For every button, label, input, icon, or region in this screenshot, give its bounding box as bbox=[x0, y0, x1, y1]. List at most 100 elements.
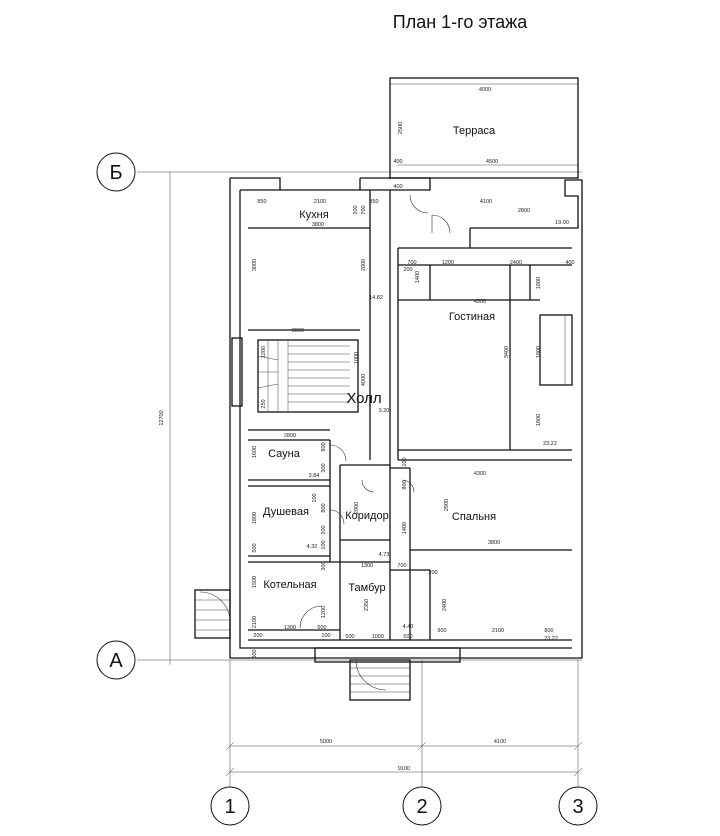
dim-label: 600 bbox=[252, 649, 258, 658]
dim-label: 4.73 bbox=[379, 552, 390, 558]
dim-label: 700 bbox=[361, 205, 367, 214]
dim-label: 14.82 bbox=[369, 295, 383, 301]
room-terrace: Терраса bbox=[453, 125, 496, 137]
dim-label: 1800 bbox=[536, 277, 542, 289]
dim-label: 3.84 bbox=[309, 473, 320, 479]
dim-label: 300 bbox=[321, 561, 327, 570]
dim-label: 1000 bbox=[372, 634, 384, 640]
dim-label: 400 bbox=[393, 159, 402, 165]
axis-label-3: 3 bbox=[572, 796, 583, 818]
room-sauna: Сауна bbox=[268, 448, 301, 460]
dim-label: 2350 bbox=[364, 599, 370, 611]
dim-label: 3800 bbox=[312, 222, 324, 228]
dim-label: 800 bbox=[402, 480, 408, 489]
dim-label: 1300 bbox=[361, 563, 373, 569]
dim-label: 1200 bbox=[261, 346, 267, 358]
dim-label: 700 bbox=[397, 563, 406, 569]
dim-label: 4500 bbox=[486, 159, 498, 165]
room-shower: Душевая bbox=[263, 506, 309, 518]
room-vestibule: Тамбур bbox=[348, 582, 385, 594]
dim-label: 2800 bbox=[518, 208, 530, 214]
axis-marker-3: 3 bbox=[558, 786, 598, 826]
dim-label: 200 bbox=[321, 525, 327, 534]
dim-label: 2800 bbox=[284, 433, 296, 439]
dim-label: 1800 bbox=[536, 414, 542, 426]
dim-label: 1800 bbox=[252, 512, 258, 524]
dim-label: 900 bbox=[437, 628, 446, 634]
dim-label: 1200 bbox=[321, 606, 327, 618]
dim-label: 400 bbox=[393, 184, 402, 190]
dim-label: 9100 bbox=[398, 766, 410, 772]
dim-label: 2400 bbox=[442, 599, 448, 611]
dim-label: 2900 bbox=[354, 502, 360, 514]
dim-label: 400 bbox=[565, 260, 574, 266]
dim-label: 200 bbox=[403, 267, 412, 273]
dim-label: 1000 bbox=[354, 352, 360, 364]
dim-label: 4300 bbox=[474, 471, 486, 477]
dim-label: 250 bbox=[261, 399, 267, 408]
dim-label: 500 bbox=[252, 543, 258, 552]
dim-label: 850 bbox=[369, 199, 378, 205]
room-labels: Терраса Кухня Гостиная Холл Сауна Душева… bbox=[263, 125, 496, 594]
axis-label-b: Б bbox=[109, 162, 122, 184]
dim-label: 3800 bbox=[488, 540, 500, 546]
dim-label: 4000 bbox=[479, 87, 491, 93]
dim-label: 5000 bbox=[320, 739, 332, 745]
dim-label: 800 bbox=[544, 628, 553, 634]
axis-marker-b: Б bbox=[96, 152, 136, 192]
dim-label: 800 bbox=[321, 442, 327, 451]
dim-label: 12700 bbox=[159, 410, 165, 425]
dim-label: 100 bbox=[321, 633, 330, 639]
room-living: Гостиная bbox=[449, 311, 495, 323]
room-boiler: Котельная bbox=[263, 579, 316, 591]
dim-label: 23.22 bbox=[544, 636, 558, 642]
dim-label: 19.00 bbox=[555, 220, 569, 226]
dim-label: 4000 bbox=[361, 374, 367, 386]
dim-label: 300 bbox=[321, 463, 327, 472]
dim-label: 500 bbox=[403, 634, 412, 640]
dim-label: 1600 bbox=[252, 446, 258, 458]
dim-label: 2900 bbox=[444, 499, 450, 511]
dim-label: 4100 bbox=[480, 199, 492, 205]
dim-label: 1800 bbox=[536, 346, 542, 358]
doors bbox=[199, 194, 451, 691]
dim-label: 850 bbox=[257, 199, 266, 205]
dim-label: 200 bbox=[253, 633, 262, 639]
dim-label: 800 bbox=[321, 503, 327, 512]
dim-label: 2100 bbox=[314, 199, 326, 205]
dim-label: 500 bbox=[317, 625, 326, 631]
axis-marker-a: А bbox=[96, 640, 136, 680]
room-hall: Холл bbox=[346, 390, 381, 407]
room-kitchen: Кухня bbox=[299, 209, 328, 221]
dim-label: 2800 bbox=[292, 328, 304, 334]
dim-label: 100 bbox=[312, 493, 318, 502]
dimension-labels: 4000 2500 400 4500 850 2100 200 850 400 … bbox=[159, 87, 575, 772]
dim-label: 500 bbox=[345, 634, 354, 640]
dim-label: 2500 bbox=[398, 122, 404, 134]
dimension-lines bbox=[225, 741, 583, 777]
dim-label: 3000 bbox=[252, 259, 258, 271]
dim-label: 100 bbox=[321, 540, 327, 549]
dim-label: 3400 bbox=[504, 346, 510, 358]
dim-label: 700 bbox=[407, 260, 416, 266]
dim-label: 1400 bbox=[415, 271, 421, 283]
dim-label: 100 bbox=[402, 457, 408, 466]
axis-marker-2: 2 bbox=[402, 786, 442, 826]
dim-label: 3.20 bbox=[379, 408, 390, 414]
dim-label: 4300 bbox=[474, 299, 486, 305]
dim-label: 1500 bbox=[252, 576, 258, 588]
room-corridor: Коридор bbox=[345, 510, 388, 522]
dim-label: 2000 bbox=[361, 259, 367, 271]
dim-label: 4100 bbox=[494, 739, 506, 745]
plan-title: План 1-го этажа bbox=[392, 12, 528, 32]
dim-label: 1400 bbox=[402, 522, 408, 534]
dim-label: 4.40 bbox=[403, 624, 414, 630]
dim-label: 200 bbox=[428, 570, 437, 576]
dim-label: 1200 bbox=[442, 260, 454, 266]
dim-label: 200 bbox=[353, 205, 359, 214]
axis-label-1: 1 bbox=[224, 796, 235, 818]
interior-walls bbox=[194, 190, 572, 701]
dim-label: 2400 bbox=[510, 260, 522, 266]
dim-label: 1300 bbox=[284, 625, 296, 631]
